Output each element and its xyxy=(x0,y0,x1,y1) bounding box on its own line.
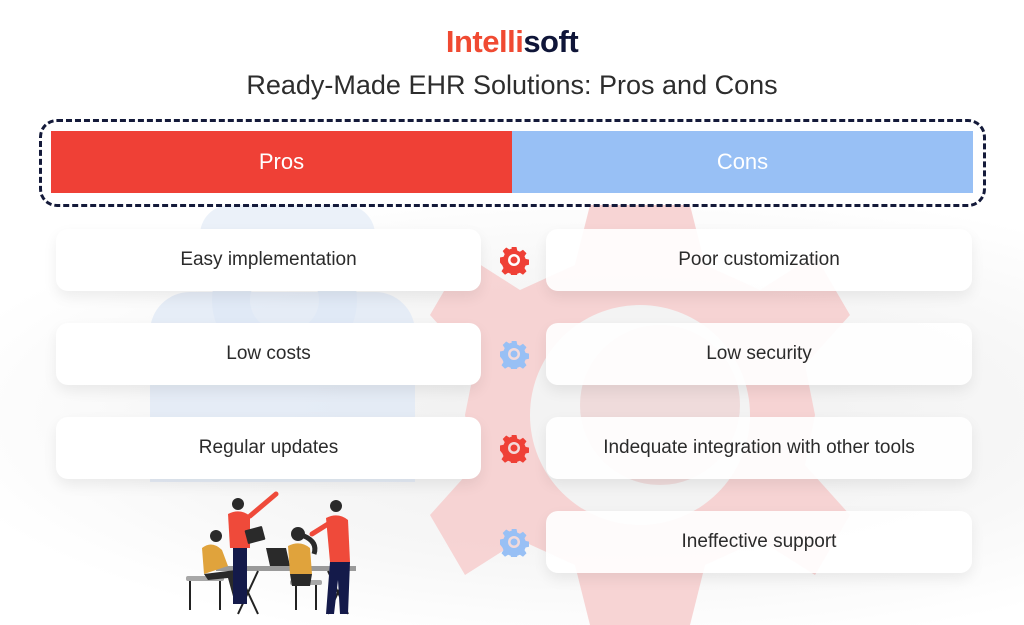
team-working-illustration xyxy=(186,491,356,615)
header-dashed-frame xyxy=(39,119,986,207)
pro-item-label: Regular updates xyxy=(198,437,339,458)
con-item: Ineffective support xyxy=(546,511,972,573)
con-item-label: Indequate integration with other tools xyxy=(603,437,915,458)
con-item: Indequate integration with other tools xyxy=(546,417,972,479)
pro-item: Easy implementation xyxy=(56,229,481,291)
gear-icon xyxy=(500,435,529,463)
con-item: Poor customization xyxy=(546,229,972,291)
pros-cons-header: Pros Cons xyxy=(51,131,973,193)
gear-icon xyxy=(500,247,529,275)
pro-item-label: Easy implementation xyxy=(180,249,357,270)
con-item-label: Poor customization xyxy=(678,249,840,270)
logo-part-2: soft xyxy=(523,24,579,59)
intellisoft-logo: Intellisoft xyxy=(0,24,1024,60)
cons-header: Cons xyxy=(512,131,973,193)
con-item: Low security xyxy=(546,323,972,385)
gear-icon xyxy=(500,341,529,369)
page-title: Ready-Made EHR Solutions: Pros and Cons xyxy=(246,70,778,100)
con-item-label: Ineffective support xyxy=(681,531,837,552)
pro-item: Regular updates xyxy=(56,417,481,479)
pro-item: Low costs xyxy=(56,323,481,385)
con-item-label: Low security xyxy=(706,343,812,364)
pro-item-label: Low costs xyxy=(226,343,311,364)
pros-header: Pros xyxy=(51,131,512,193)
logo-part-1: Intelli xyxy=(445,24,524,59)
gear-icon xyxy=(500,529,529,557)
